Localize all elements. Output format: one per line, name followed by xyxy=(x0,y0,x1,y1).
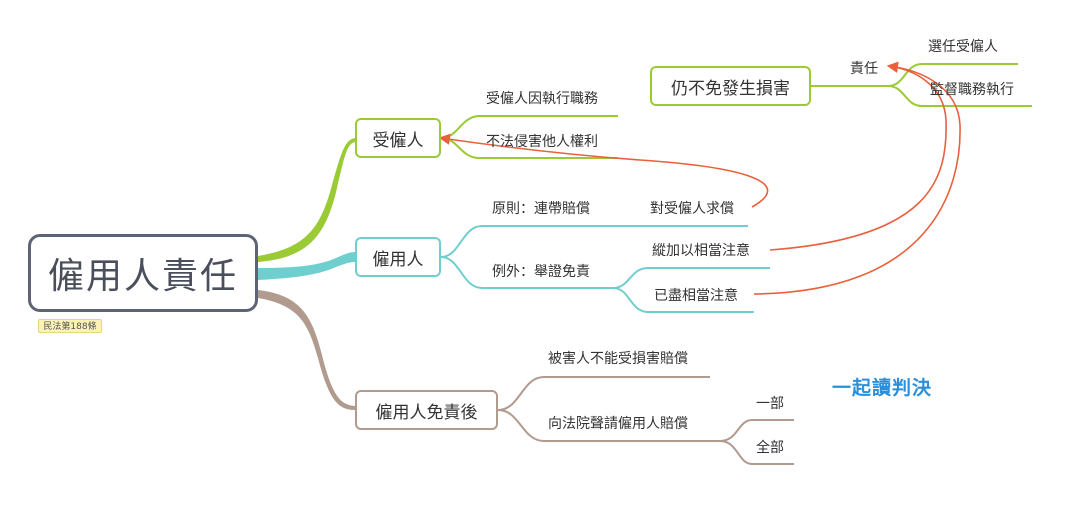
statute-note[interactable]: 民法第188條 xyxy=(38,319,102,333)
connector-exception-children xyxy=(612,267,770,313)
branch-employer-exempt[interactable]: 僱用人免責後 xyxy=(355,390,498,430)
connector-exempt-children xyxy=(497,376,720,442)
employer-exception[interactable]: 例外：舉證免責 xyxy=(492,264,590,280)
connector-employer-principle xyxy=(440,225,748,258)
employee-child-1[interactable]: 受僱人因執行職務 xyxy=(486,91,598,107)
branch-employer[interactable]: 僱用人 xyxy=(355,237,441,277)
relationship-arrow-care xyxy=(769,61,947,251)
relationship-arrow-recourse xyxy=(438,133,769,208)
liability-child-selection[interactable]: 選任受僱人 xyxy=(928,39,998,55)
relationship-arrow-diligence xyxy=(753,61,961,295)
connector-court-children xyxy=(719,419,794,465)
branch-employee[interactable]: 受僱人 xyxy=(355,118,441,158)
employee-child-2[interactable]: 不法侵害他人權利 xyxy=(486,134,598,150)
connector-root-employer xyxy=(258,252,355,280)
floating-child-liability[interactable]: 責任 xyxy=(850,61,878,77)
exempt-child-court[interactable]: 向法院聲請僱用人賠償 xyxy=(548,416,688,432)
court-child-partial[interactable]: 一部 xyxy=(756,396,784,412)
exception-child-1[interactable]: 縱加以相當注意 xyxy=(652,243,750,259)
root-topic[interactable]: 僱用人責任 xyxy=(28,234,258,312)
court-child-full[interactable]: 全部 xyxy=(756,440,784,456)
exempt-child-victim[interactable]: 被害人不能受損害賠償 xyxy=(548,351,688,367)
connector-root-exempt xyxy=(258,290,355,410)
liability-child-supervision[interactable]: 監督職務執行 xyxy=(930,82,1014,98)
exception-child-2[interactable]: 已盡相當注意 xyxy=(654,288,738,304)
principle-child-recourse[interactable]: 對受僱人求償 xyxy=(650,201,734,217)
connector-employer-exception xyxy=(440,256,613,289)
read-judgment-banner: 一起讀判決 xyxy=(832,377,933,399)
connector-liability-children xyxy=(887,63,1032,107)
connector-root-employee xyxy=(258,138,355,262)
floating-topic-damage[interactable]: 仍不免發生損害 xyxy=(650,66,811,106)
employer-principle[interactable]: 原則：連帶賠償 xyxy=(492,201,590,217)
